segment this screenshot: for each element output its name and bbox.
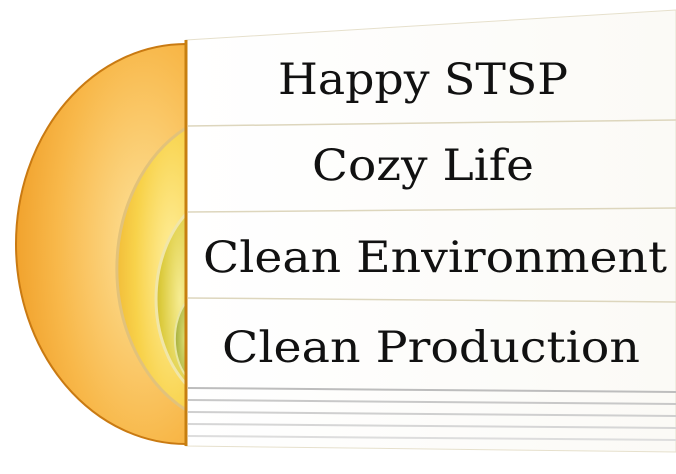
layer-label-clean-production: Clean Production (222, 323, 640, 373)
page-edge (187, 411, 676, 417)
band-divider (187, 119, 676, 127)
layer-label-clean-environment: Clean Environment (203, 233, 667, 283)
band-divider (187, 207, 676, 213)
layer-label-happy-stsp: Happy STSP (278, 55, 568, 105)
page-edge (187, 387, 676, 393)
layer-label-cozy-life: Cozy Life (312, 141, 534, 191)
page-edge (187, 435, 676, 441)
page-edge (187, 423, 676, 429)
page-edge (187, 399, 676, 405)
band-divider (187, 297, 676, 303)
core-ring (173, 298, 187, 380)
